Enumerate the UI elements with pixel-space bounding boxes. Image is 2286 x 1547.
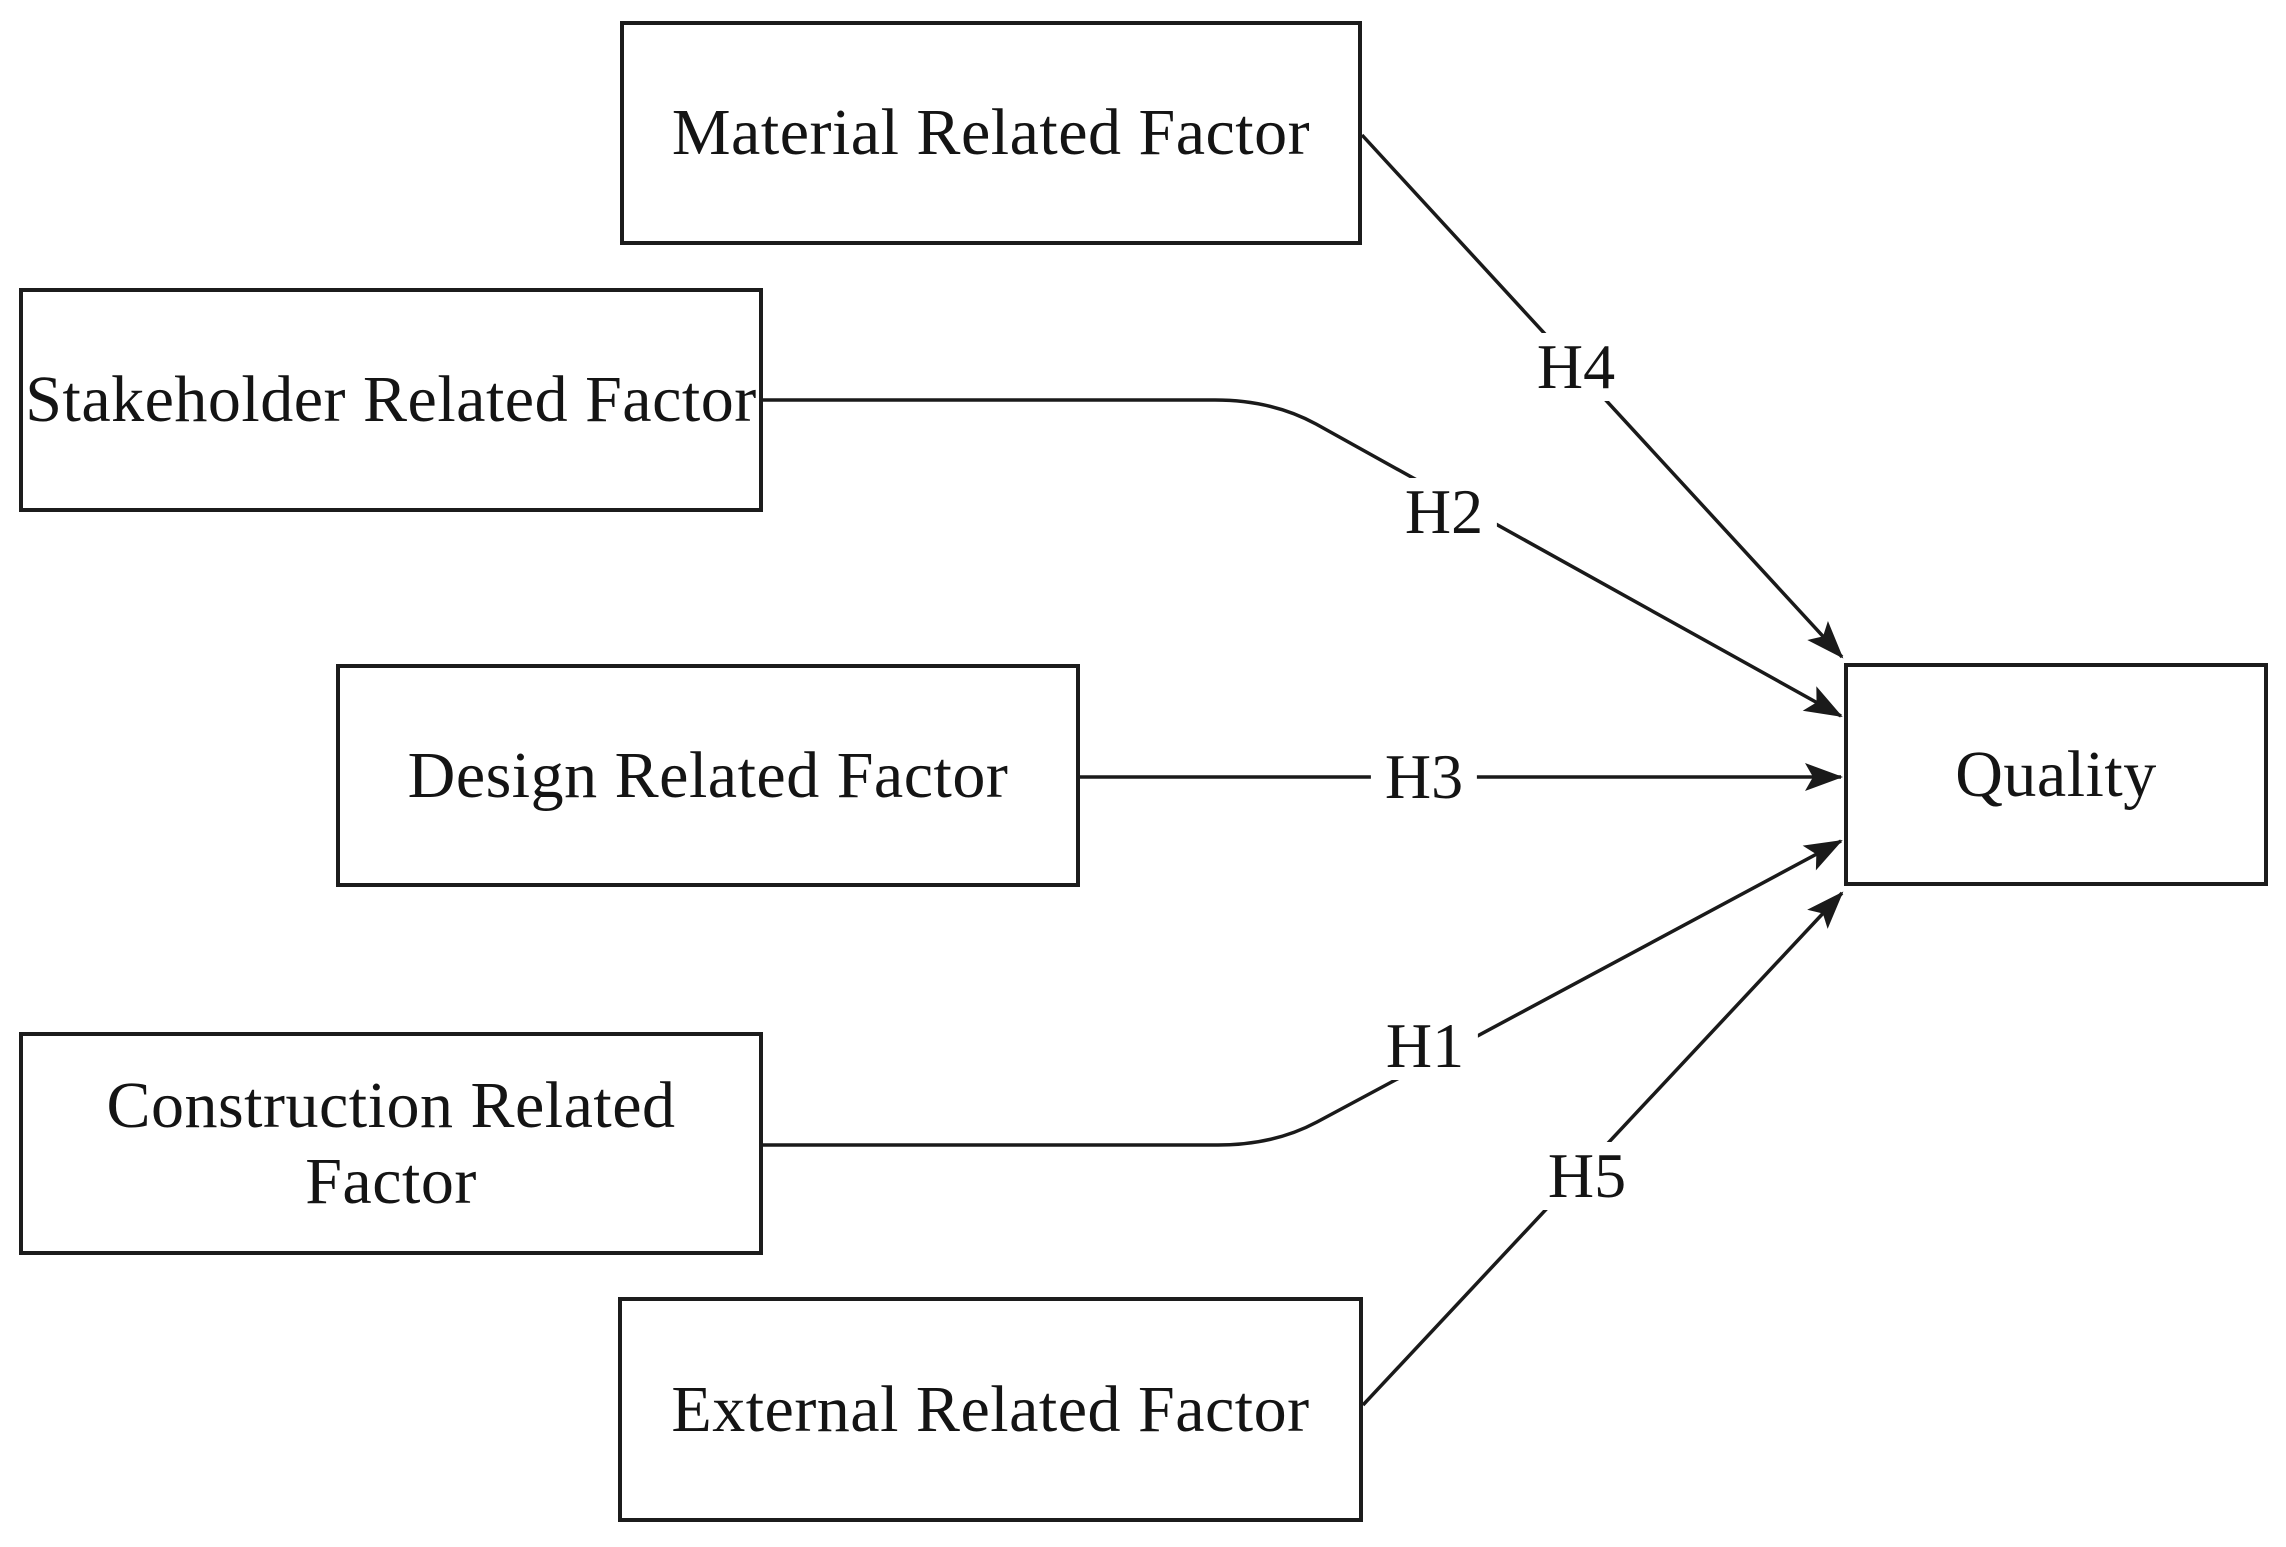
node-design: Design Related Factor <box>336 664 1080 887</box>
edge-h2-line <box>762 398 1843 718</box>
node-stakeholder-label: Stakeholder Related Factor <box>25 363 757 436</box>
node-construction: Construction Related Factor <box>19 1032 763 1255</box>
node-material: Material Related Factor <box>620 21 1362 245</box>
edge-h2-label: H2 <box>1390 478 1498 546</box>
edge-h4-label: H4 <box>1522 333 1630 401</box>
node-material-label: Material Related Factor <box>671 96 1311 169</box>
edge-h1-line <box>763 839 1843 1147</box>
node-stakeholder: Stakeholder Related Factor <box>19 288 763 512</box>
edge-h5-label: H5 <box>1533 1142 1641 1210</box>
node-construction-label: Construction Related Factor <box>106 1068 676 1218</box>
node-quality-label: Quality <box>1955 737 2157 811</box>
node-design-label: Design Related Factor <box>407 738 1009 812</box>
edge-h3-label: H3 <box>1370 743 1478 811</box>
node-quality: Quality <box>1844 663 2268 886</box>
node-external: External Related Factor <box>618 1297 1363 1522</box>
node-external-label: External Related Factor <box>671 1372 1310 1446</box>
edge-h1-label: H1 <box>1371 1012 1479 1080</box>
